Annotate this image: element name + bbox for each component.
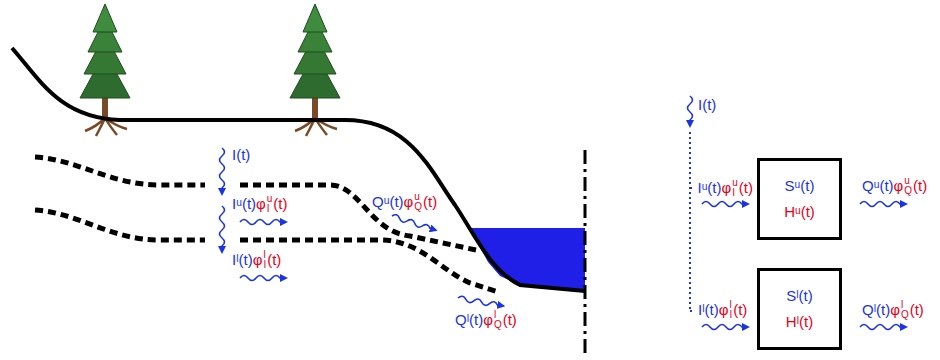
tracer-symbol: φ — [404, 193, 414, 211]
channel-divide — [584, 150, 587, 356]
superscript: u — [414, 192, 422, 202]
flux-label: I(t) — [232, 146, 250, 164]
superscript: l — [901, 300, 909, 310]
superscript: u — [904, 176, 912, 186]
tracer-symbol: φ — [722, 179, 732, 197]
flux-label: I(t) — [698, 96, 716, 114]
time-argument: (t) — [267, 251, 281, 269]
flux-expression: Iᵘ(t)φuI(t) — [232, 194, 288, 214]
tree — [290, 4, 340, 136]
flux-expression: Qᵘ(t)φuQ(t) — [372, 192, 437, 212]
split-line — [689, 132, 691, 312]
superscript: l — [729, 300, 732, 310]
subscript: Q — [901, 310, 909, 320]
flux-arrow — [391, 214, 436, 233]
time-argument: (t) — [423, 193, 437, 211]
split-line — [690, 310, 694, 312]
time-argument: (t) — [273, 195, 287, 213]
flux-arrow — [458, 296, 504, 309]
flux-symbol: I(t) — [232, 146, 250, 164]
flux-expression: Qˡ(t)φlQ(t) — [455, 310, 517, 330]
flux-arrow — [688, 96, 693, 126]
index-stack: lI — [263, 250, 266, 270]
flux-symbol: Qˡ(t) — [455, 311, 483, 329]
storage-box: Sˡ(t) Hˡ(t) — [757, 268, 842, 350]
time-argument: (t) — [503, 311, 517, 329]
time-argument: (t) — [733, 301, 747, 319]
state-symbol: Hˡ(t) — [786, 313, 813, 331]
flux-expression: Iˡ(t)φlI(t) — [232, 250, 281, 270]
flux-arrow — [702, 202, 748, 207]
subscript: Q — [494, 320, 502, 330]
layer-boundary — [35, 210, 498, 292]
flux-arrow — [860, 325, 906, 330]
storage-box: Sᵘ(t) Hᵘ(t) — [757, 158, 842, 240]
subscript: I — [732, 188, 738, 198]
time-argument: (t) — [739, 179, 753, 197]
flux-arrow — [240, 220, 286, 225]
flux-symbol: I(t) — [698, 96, 716, 114]
superscript: l — [494, 310, 502, 320]
flux-expression: Iᵘ(t)φuI(t) — [697, 178, 753, 198]
tracer-symbol: φ — [894, 177, 904, 195]
flux-symbol: Iˡ(t) — [698, 301, 719, 319]
flux-arrow — [702, 325, 748, 330]
storage-symbol: Sᵘ(t) — [785, 177, 815, 195]
superscript: u — [732, 178, 738, 188]
tree-foliage — [93, 4, 117, 32]
flux-arrow — [860, 202, 906, 207]
layer-boundary — [35, 157, 476, 250]
flux-symbol: Qᵘ(t) — [372, 193, 404, 211]
subscript: Q — [904, 186, 912, 196]
flux-arrow — [220, 148, 225, 194]
tracer-symbol: φ — [719, 301, 729, 319]
flux-symbol: Qᵘ(t) — [862, 177, 894, 195]
index-stack: uQ — [414, 192, 422, 212]
split-line — [690, 187, 694, 189]
state-symbol: Hᵘ(t) — [784, 203, 815, 221]
index-stack: uI — [267, 194, 273, 214]
flux-symbol: Iᵘ(t) — [232, 195, 256, 213]
subscript: I — [263, 260, 266, 270]
subscript: Q — [414, 202, 422, 212]
flux-expression: Qᵘ(t)φuQ(t) — [862, 176, 927, 196]
flux-symbol: Iˡ(t) — [232, 251, 253, 269]
index-stack: uQ — [904, 176, 912, 196]
flux-expression: Iˡ(t)φlI(t) — [698, 300, 747, 320]
tracer-symbol: φ — [483, 311, 493, 329]
subscript: I — [729, 310, 732, 320]
subscript: I — [267, 204, 273, 214]
time-argument: (t) — [910, 301, 924, 319]
index-stack: uI — [732, 178, 738, 198]
ground-surface — [12, 48, 585, 291]
tracer-symbol: φ — [253, 251, 263, 269]
water-body — [469, 228, 585, 291]
flux-arrow — [240, 276, 286, 281]
flux-arrow — [220, 206, 225, 252]
superscript: u — [267, 194, 273, 204]
tracer-symbol: φ — [256, 195, 266, 213]
storage-symbol: Sˡ(t) — [786, 287, 813, 305]
index-stack: lQ — [901, 300, 909, 320]
tracer-symbol: φ — [890, 301, 900, 319]
time-argument: (t) — [913, 177, 927, 195]
flux-expression: Qˡ(t)φlQ(t) — [862, 300, 924, 320]
tree-foliage — [303, 4, 327, 32]
superscript: l — [263, 250, 266, 260]
flux-symbol: Qˡ(t) — [862, 301, 890, 319]
flux-symbol: Iᵘ(t) — [697, 179, 721, 197]
index-stack: lI — [729, 300, 732, 320]
index-stack: lQ — [494, 310, 502, 330]
